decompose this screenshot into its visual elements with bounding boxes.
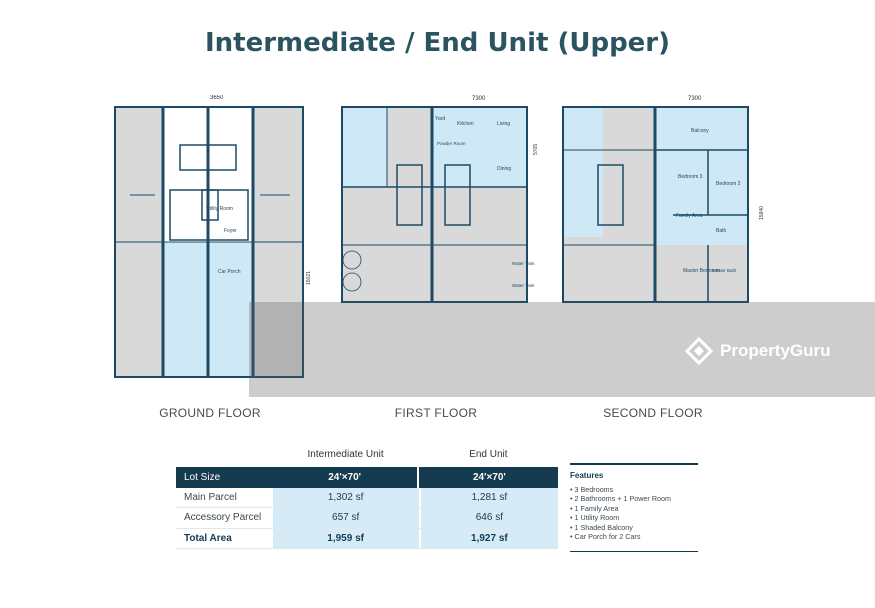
table-row: Lot Size 24'×70' 24'×70' — [176, 467, 558, 488]
room-kitchen: Kitchen — [457, 121, 474, 127]
first-floor-plan: 7300 5705 Yard Kitchen Living Powder Roo… — [337, 95, 542, 310]
room-water-tank-2: Water Tank — [512, 283, 535, 288]
table-row: Accessory Parcel 657 sf 646 sf — [176, 508, 559, 529]
cell-intermediate: 1,302 sf — [272, 487, 419, 507]
list-item: 1 Shaded Balcony — [570, 523, 698, 532]
room-living: Living — [497, 121, 510, 127]
room-yard: Yard — [435, 116, 445, 122]
features-title: Features — [570, 471, 604, 480]
cell-end: 1,281 sf — [420, 487, 559, 507]
col-head-end: End Unit — [469, 449, 508, 460]
table-row: Main Parcel 1,302 sf 1,281 sf — [176, 487, 559, 508]
room-utility: Utility Room — [206, 206, 233, 212]
list-item: Car Porch for 2 Cars — [570, 532, 698, 541]
cell-end: 24'×70' — [420, 467, 558, 488]
list-item: 2 Bathrooms + 1 Power Room — [570, 494, 698, 503]
cell-end: 646 sf — [420, 508, 559, 528]
col-head-intermediate: Intermediate Unit — [307, 449, 384, 460]
first-floor-label: FIRST FLOOR — [394, 406, 478, 420]
cell-intermediate: 657 sf — [272, 508, 419, 528]
features-box: Features 3 Bedrooms 2 Bathrooms + 1 Powe… — [570, 463, 698, 552]
ground-dim-side: 15021 — [306, 271, 312, 285]
room-master-bedroom: Master Bedroom — [683, 268, 720, 274]
watermark-overlay — [249, 302, 875, 397]
table-row: Total Area 1,959 sf 1,927 sf — [176, 528, 559, 549]
second-dim-top: 7300 — [688, 96, 702, 102]
propertyguru-logo-icon — [684, 336, 714, 366]
cell-end: 1,927 sf — [420, 528, 559, 548]
row-label: Lot Size — [184, 471, 221, 483]
room-family: Family Area — [676, 213, 703, 219]
second-dim-side: 15840 — [759, 206, 765, 220]
page-title: Intermediate / End Unit (Upper) — [204, 28, 671, 58]
cell-intermediate: 1,959 sf — [272, 528, 419, 548]
list-item: 3 Bedrooms — [570, 485, 698, 494]
row-label: Main Parcel — [184, 491, 237, 503]
room-foyer: Foyer — [224, 228, 237, 234]
row-label: Accessory Parcel — [184, 512, 262, 524]
area-table: Intermediate Unit End Unit Lot Size 24'×… — [176, 449, 559, 549]
room-master-bath: Master Bath — [712, 268, 737, 273]
watermark: PropertyGuru — [684, 336, 831, 366]
watermark-text: PropertyGuru — [720, 341, 831, 360]
first-dim-side: 5705 — [533, 144, 539, 155]
cell-intermediate: 24'×70' — [272, 467, 419, 488]
features-list: 3 Bedrooms 2 Bathrooms + 1 Power Room 1 … — [570, 485, 698, 541]
room-bath: Bath — [716, 228, 727, 234]
ground-floor-label: GROUND FLOOR — [159, 406, 261, 420]
list-item: 1 Utility Room — [570, 513, 698, 522]
room-water-tank-1: Water Tank — [512, 261, 535, 266]
list-item: 1 Family Area — [570, 504, 698, 513]
ground-floor-plan: 3650 15021 Utility Room Foyer Car Porch — [110, 95, 330, 385]
room-balcony: Balcony — [691, 128, 709, 134]
room-bedroom2: Bedroom 2 — [716, 181, 741, 187]
ground-dim-top: 3650 — [210, 95, 224, 101]
second-floor-plan: 7300 15840 Balcony Bedroom 3 Bedroom 2 F… — [558, 95, 768, 310]
first-dim-top: 7300 — [472, 96, 486, 102]
table-column-headers: Intermediate Unit End Unit — [176, 449, 558, 467]
room-powder: Powder Room — [437, 141, 466, 146]
second-floor-label: SECOND FLOOR — [603, 406, 703, 420]
room-bedroom3: Bedroom 3 — [678, 174, 703, 180]
row-label: Total Area — [184, 532, 232, 544]
room-dining: Dining — [497, 166, 511, 172]
room-car-porch: Car Porch — [218, 269, 241, 275]
